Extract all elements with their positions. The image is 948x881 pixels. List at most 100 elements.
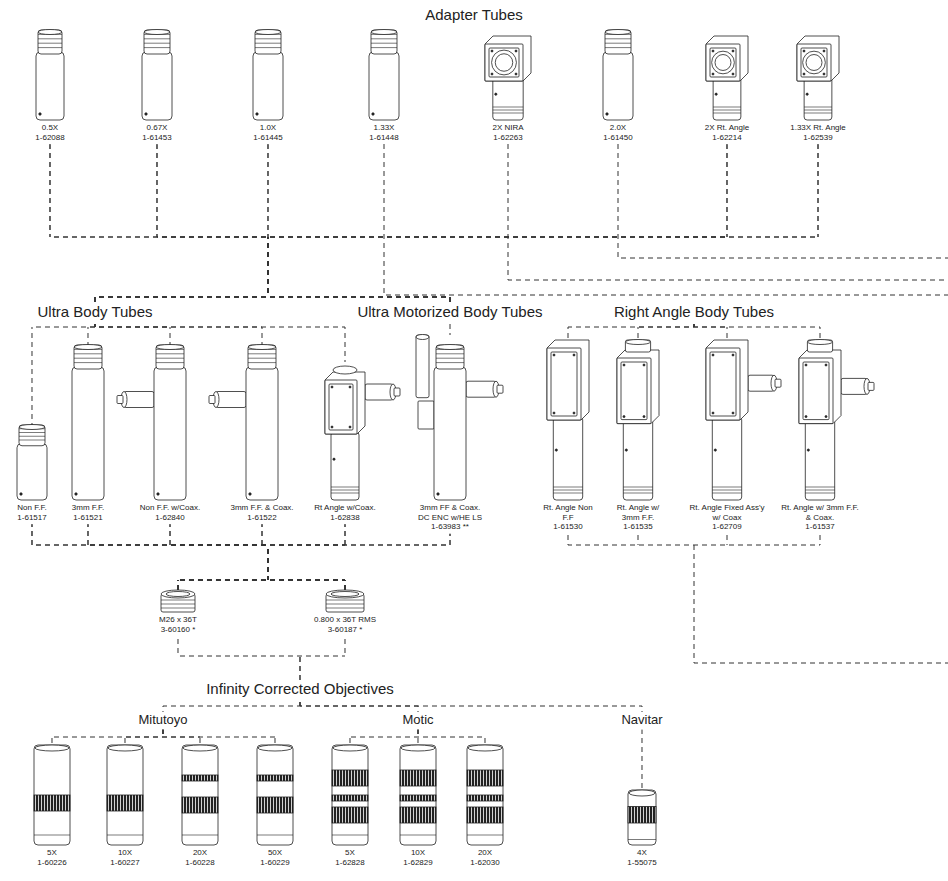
section-heading: Infinity Corrected Objectives [205, 680, 395, 700]
part-number: 1-62539 [790, 133, 846, 143]
connector-segment [124, 737, 125, 745]
connector-segment [170, 524, 171, 545]
section-heading: Right Angle Body Tubes [613, 303, 775, 323]
connector-segment [268, 580, 345, 581]
part-number: 1-60229 [260, 858, 289, 868]
part-illustration [369, 30, 399, 121]
connector-segment [820, 327, 821, 340]
part-name: 5X [37, 848, 66, 858]
connector-segment [268, 237, 269, 297]
connector-segment [32, 545, 268, 546]
part-illustration [799, 340, 874, 501]
dashed-connector [50, 144, 450, 303]
connector-segment [170, 545, 268, 546]
connector-segment [95, 297, 96, 303]
part-name: Rt. Angle w/ 3mm F.F. & Coax. [780, 503, 860, 522]
connector-segment [88, 327, 95, 328]
part-name: 20X [470, 848, 499, 858]
connector-segment [50, 237, 268, 238]
part-name: 1.33X [369, 123, 398, 133]
part-item: M26 x 36T3-60160 * [158, 590, 198, 636]
connector-segment [88, 545, 268, 546]
part-name: 0.67X [142, 123, 171, 133]
connector-segment [484, 737, 485, 745]
illustration-space [603, 30, 632, 123]
connector-segment [178, 580, 268, 581]
dashed-bracket [568, 535, 820, 545]
connector-segment [450, 534, 451, 545]
part-illustration [467, 745, 503, 845]
section-heading: Motic [401, 712, 434, 730]
connector-segment [268, 580, 345, 581]
connector-segment [638, 327, 639, 340]
part-name: 50X [260, 848, 289, 858]
illustration-space [35, 30, 64, 123]
part-item: 5X1-60226 [36, 745, 67, 869]
connector-segment [268, 237, 269, 297]
illustration-space [611, 340, 666, 503]
connector-segment [125, 737, 163, 738]
illustration-space [185, 745, 214, 848]
connector-segment [418, 706, 419, 712]
dashed-connector [450, 323, 451, 335]
part-number: 1-61537 [780, 522, 860, 532]
dashed-leader [384, 144, 948, 295]
connector-segment [157, 237, 268, 238]
part-name: 3mm F.F. [72, 503, 104, 513]
part-number: 1-62088 [35, 133, 64, 143]
connector-segment [344, 580, 345, 590]
part-name: 0.5X [35, 123, 64, 133]
connector-segment [95, 327, 345, 328]
dashed-connector [95, 323, 170, 345]
connector-segment [299, 700, 300, 706]
dashed-connector [170, 524, 268, 590]
part-name: Rt. Angle Non F.F [543, 503, 593, 522]
connector-segment [450, 323, 451, 329]
connector-segment [344, 636, 345, 656]
connector-segment [268, 237, 269, 297]
part-illustration [485, 36, 531, 120]
connector-segment [344, 580, 345, 590]
part-number: 1-62709 [689, 522, 765, 532]
part-item: 1.0X1-61445 [252, 30, 283, 144]
illustration-space [260, 745, 289, 848]
connector-segment [178, 580, 268, 581]
connector-segment [88, 545, 268, 546]
connector-segment [156, 144, 157, 237]
part-name: Rt. Angle w/ 3mm F.F. [611, 503, 666, 522]
part-illustration [107, 745, 143, 845]
connector-segment [268, 237, 818, 238]
connector-segment [268, 237, 269, 297]
connector-segment [268, 545, 269, 580]
part-illustration [603, 30, 633, 121]
part-number: 1-62840 [140, 513, 200, 523]
connector-segment [300, 706, 642, 707]
dashed-connector [694, 323, 820, 340]
connector-segment [450, 297, 451, 303]
connector-segment [95, 297, 268, 298]
connector-segment [170, 327, 171, 345]
connector-segment [344, 580, 345, 590]
part-item: 0.800 x 36T RMS3-60187 * [313, 590, 377, 636]
part-name: 10X [403, 848, 432, 858]
part-number: 1-61522 [230, 513, 293, 523]
connector-segment [95, 323, 96, 327]
connector-segment [418, 730, 419, 737]
dashed-connector [32, 524, 345, 590]
dashed-connector [50, 144, 268, 303]
dashed-connector [88, 524, 345, 590]
part-item: 10X1-60227 [109, 745, 140, 869]
part-item: Rt Angle w/Coax.1-62838 [313, 362, 376, 524]
dashed-connector [88, 524, 268, 590]
part-illustration [797, 36, 839, 120]
part-name: 3mm FF & Coax. DC ENC w/HE LS [417, 503, 483, 522]
part-number: 1-62263 [492, 133, 523, 143]
connector-segment [345, 327, 346, 362]
part-number: 1-63983 ** [417, 522, 483, 532]
part-number: 1-62838 [314, 513, 375, 523]
dashed-connector [125, 730, 163, 745]
connector-segment [177, 636, 178, 656]
dashed-connector [694, 323, 727, 340]
connector-segment [95, 327, 170, 328]
part-illustration [416, 335, 503, 501]
